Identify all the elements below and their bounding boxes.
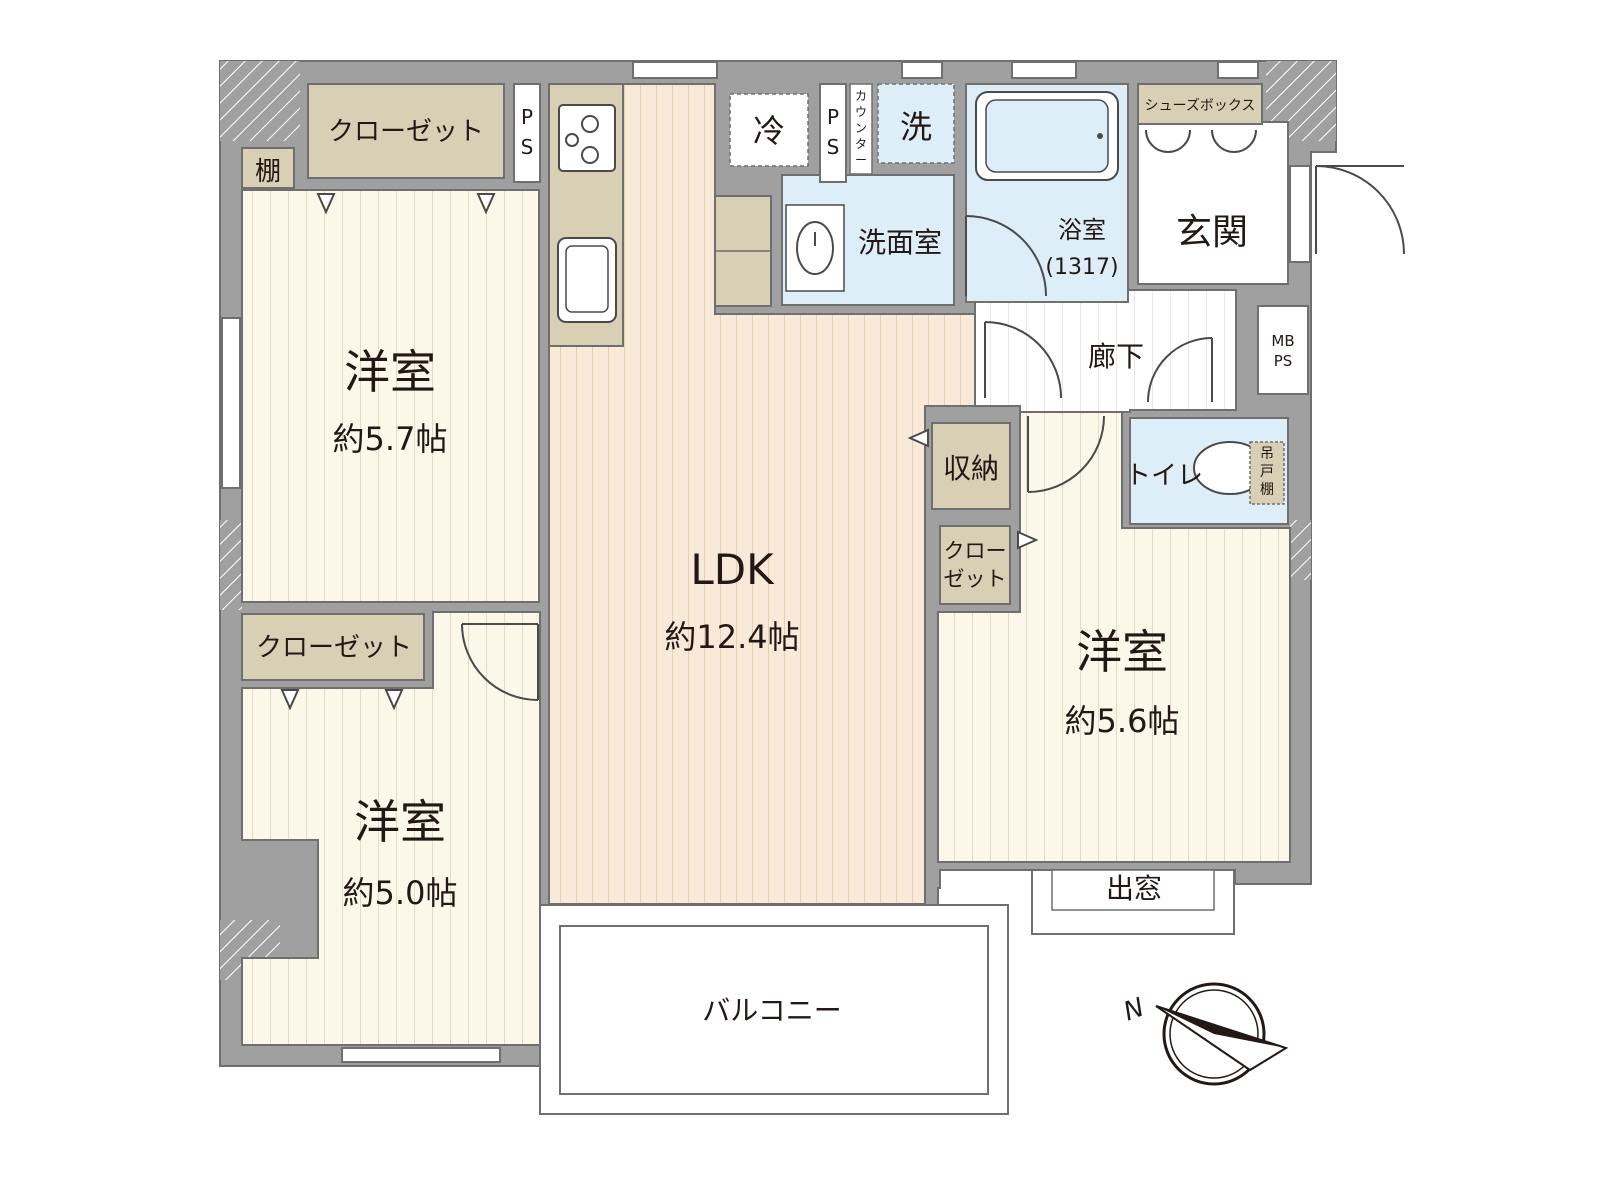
label-counter-3: ン [855,121,867,135]
sink-icon [557,237,617,323]
label-western-e-size: 約5.6帖 [1065,702,1180,740]
label-ps-right-2: S [827,135,840,159]
door-east [1027,415,1105,493]
label-shoe-box: シューズボックス [1145,98,1256,114]
label-washroom: 洗面室 [858,226,942,259]
label-counter-2: ウ [855,105,867,119]
doors [461,129,1405,701]
label-western-sw: 洋室 [354,795,446,849]
label-storage: 収納 [943,452,999,485]
label-western-sw-size: 約5.0帖 [343,874,458,912]
label-ldk: LDK [690,545,775,594]
label-closet-e-1: クロー [944,539,1007,563]
label-ldk-size: 約12.4帖 [664,618,799,656]
label-entrance: 玄関 [1176,212,1248,253]
label-counter-4: タ [855,137,867,151]
label-bath: 浴室 [1058,216,1106,244]
label-western-nw: 洋室 [344,345,436,399]
label-western-e: 洋室 [1076,625,1168,679]
compass-icon: N [1120,982,1289,1086]
ps-right [819,83,847,183]
door-bath [965,215,1047,297]
fridge-space [729,93,809,167]
label-counter-1: カ [855,89,867,103]
closet-sw [241,613,425,681]
bay-window [1031,869,1235,935]
floors [241,83,1291,1046]
room-western-sw-floor [241,611,541,1046]
room-western-nw-floor [241,189,540,603]
label-bath-size: (1317) [1045,255,1118,280]
door-toilet [1147,337,1213,403]
label-mbps-1: MB [1271,332,1294,350]
balcony [539,904,1009,1115]
shoe-box [1137,83,1263,125]
stove-icon [558,104,616,172]
label-western-nw-size: 約5.7帖 [333,420,448,458]
wall-hatch [220,61,1336,980]
door-hall-ldk [984,321,1062,399]
shelf-nw [241,147,295,189]
bathtub-icon [975,91,1119,181]
door-sw [461,623,539,701]
label-washer: 洗 [900,108,932,146]
ps-left [513,83,541,183]
label-closet-e-2: ゼット [944,567,1007,591]
label-fridge: 冷 [753,112,785,150]
label-toilet-shelf-2: 戸 [1260,464,1274,480]
label-shelf: 棚 [255,157,281,187]
kitchen-fixtures [557,104,617,323]
label-toilet: トイレ [1125,461,1203,491]
closet-door-markers [280,193,1039,711]
label-bay-window: 出窓 [1106,872,1162,905]
mbps-shaft [1257,305,1309,395]
windows [221,61,1311,1063]
compass-n-label: N [1120,993,1149,1028]
storage-mid [931,422,1011,510]
label-balcony: バルコニー [702,994,841,1027]
label-toilet-shelf-3: 棚 [1260,482,1274,498]
washer-area [877,83,955,164]
room-western-e-floor [937,411,1291,863]
basin-icon [785,204,845,292]
label-ps-right-1: P [827,105,839,129]
labels: 洋室 約5.7帖 洋室 約5.0帖 洋室 約5.6帖 LDK 約12.4帖 洗面… [255,89,1295,1027]
closet-nw [307,83,505,179]
toilet-icon [1193,441,1285,505]
hallway-floor [974,289,1237,413]
label-toilet-shelf-1: 吊 [1260,446,1274,462]
label-closet-nw: クローゼット [328,117,484,147]
entrance-floor [1137,121,1289,285]
label-ps-left-2: S [521,135,534,159]
closet-e [939,525,1011,605]
pipe-shafts [513,83,1309,395]
label-hallway: 廊下 [1088,340,1144,373]
label-counter-5: ー [855,153,867,167]
label-closet-sw: クローゼット [256,633,412,663]
label-mbps-2: PS [1274,352,1293,370]
label-ps-left-1: P [521,105,533,129]
counter-strip [849,83,873,175]
door-entrance [1315,165,1405,255]
